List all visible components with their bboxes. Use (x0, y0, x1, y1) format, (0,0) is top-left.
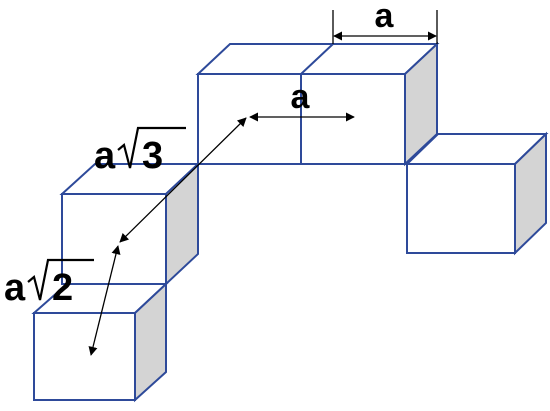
top-cube-pair (195, 41, 440, 167)
face-diagonal-arrow (88, 245, 121, 356)
face-diagonal: a 2 (4, 245, 121, 356)
space-diagonal-radical (117, 126, 186, 169)
top-pair-divider-top (300, 43, 334, 75)
space-diagonal-arrow (119, 117, 247, 243)
left-middle-cube (59, 161, 201, 287)
face-diagonal-prefix: a (4, 267, 26, 309)
right-cube (404, 131, 549, 256)
top-edge-dimension: a (332, 0, 438, 44)
bottom-left-cube (31, 281, 169, 403)
right-cube-front-face (406, 163, 516, 254)
face-diagonal-root: 2 (52, 267, 73, 309)
space-diagonal-root: 3 (142, 135, 163, 177)
middle-edge-dimension: a (249, 78, 355, 122)
space-diagonal-prefix: a (94, 135, 116, 177)
middle-edge-label: a (291, 78, 311, 116)
space-diagonal: a 3 (94, 117, 247, 243)
bottom-left-front-face (33, 312, 136, 401)
left-middle-front-face (61, 193, 167, 285)
face-diagonal-radical (27, 258, 94, 301)
top-edge-label: a (375, 0, 395, 35)
